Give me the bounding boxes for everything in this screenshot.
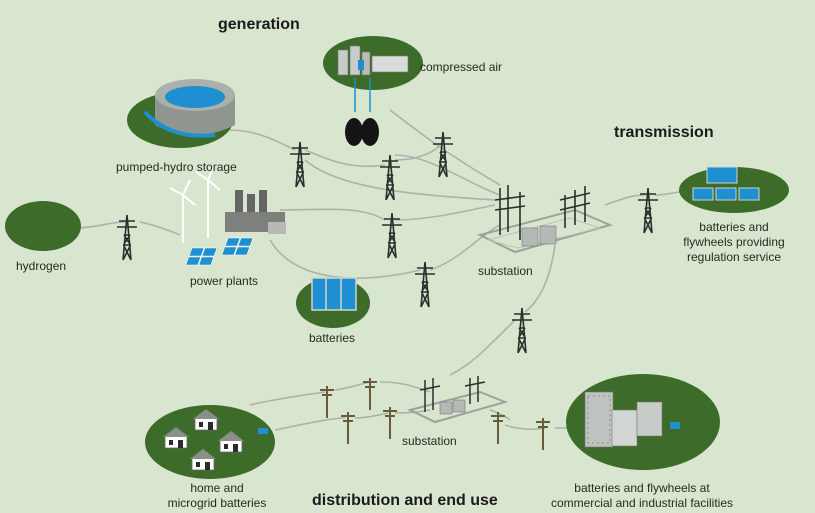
home-microgrid-label: home and microgrid batteries [158, 481, 276, 511]
substation-top-label: substation [478, 264, 533, 278]
substation-bottom-icon [407, 376, 509, 424]
commercial-line-1: batteries and flywheels at [574, 481, 710, 495]
pumped-hydro-icon [143, 79, 235, 138]
power-plants-label: power plants [190, 274, 259, 288]
generation-header: generation [218, 16, 300, 33]
commercial-line-2: commercial and industrial facilities [550, 496, 734, 510]
regulation-batteries-icon [692, 166, 760, 201]
power-lines [74, 109, 689, 431]
regulation-service-label: batteries and flywheels providing regula… [678, 220, 790, 265]
regulation-line-1: batteries and [699, 220, 769, 234]
pumped-hydro-label: pumped-hydro storage [116, 160, 237, 174]
compressed-air-label: compressed air [420, 60, 503, 74]
batteries-label: batteries [309, 331, 356, 345]
hydrogen-label: hydrogen [16, 259, 67, 273]
batteries-icon [311, 277, 357, 311]
homes-icon [162, 408, 268, 471]
compressed-air-icon [337, 45, 409, 146]
power-plants-icon [169, 164, 286, 266]
substation-top-icon [477, 185, 613, 254]
home-line-1: home and [190, 481, 244, 495]
transmission-header: transmission [614, 124, 714, 141]
regulation-line-2: flywheels providing [683, 235, 785, 249]
commercial-buildings-icon [584, 391, 680, 448]
commercial-label: batteries and flywheels at commercial an… [540, 481, 744, 511]
regulation-line-3: regulation service [686, 250, 782, 264]
home-line-2: microgrid batteries [167, 496, 267, 510]
distribution-header: distribution and end use [312, 492, 498, 509]
substation-bottom-label: substation [402, 434, 457, 448]
